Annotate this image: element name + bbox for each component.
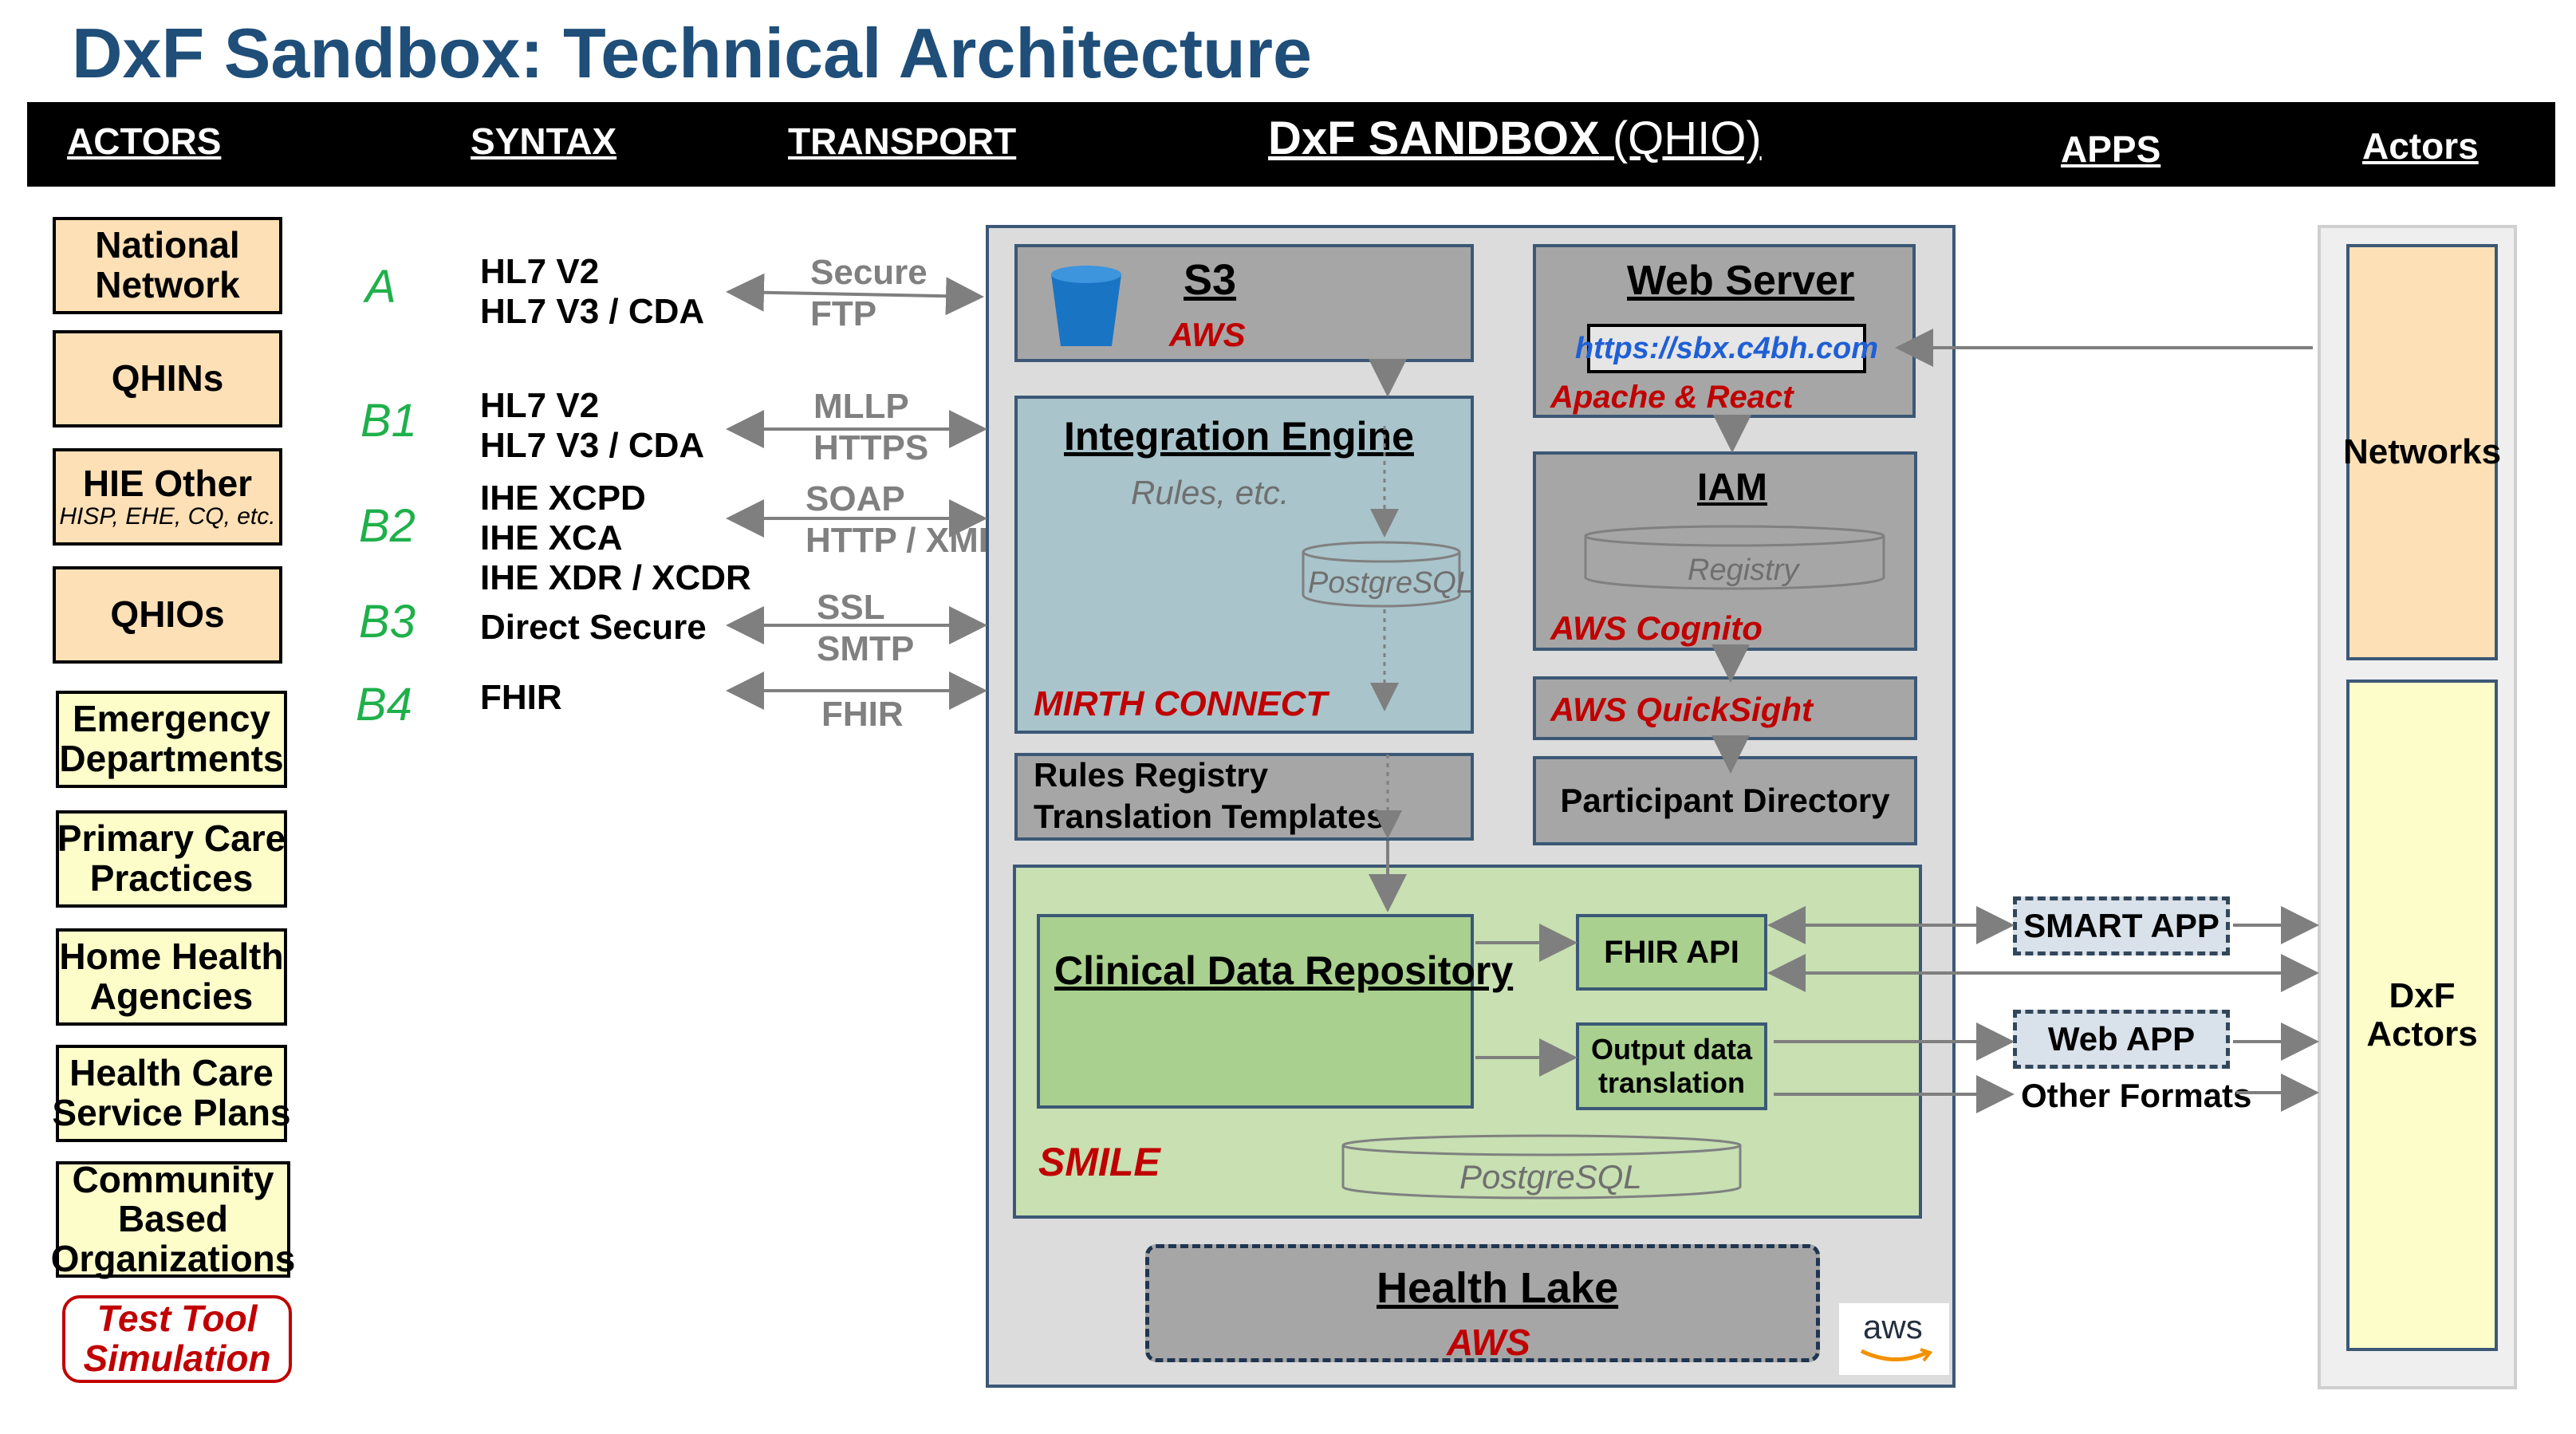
smile-postgresql-db-icon bbox=[1341, 1134, 1742, 1200]
actor-box: Home Health Agencies bbox=[56, 928, 287, 1026]
smart-app-label: SMART APP bbox=[2023, 907, 2220, 944]
registry-db-icon bbox=[1584, 525, 1885, 590]
output-translation-box: Output data translation bbox=[1576, 1022, 1767, 1110]
header-sandbox: DxF SANDBOX (QHIO) bbox=[1268, 112, 1762, 165]
integration-engine-title: Integration Engine bbox=[1064, 414, 1414, 459]
output-translation-label: Output data translation bbox=[1591, 1033, 1752, 1099]
web-server-title: Web Server bbox=[1627, 258, 1855, 304]
actor-box: Primary Care Practices bbox=[56, 810, 287, 908]
bucket-icon bbox=[1051, 266, 1121, 346]
networks-box: Networks bbox=[2342, 244, 2502, 660]
dxf-actors-box: DxF Actors bbox=[2346, 680, 2498, 1351]
row-letter: B1 bbox=[360, 395, 417, 447]
actor-box: Emergency Departments bbox=[56, 691, 287, 788]
actor-box: Health Care Service Plans bbox=[52, 1045, 291, 1142]
health-lake-vendor: AWS bbox=[1447, 1322, 1530, 1363]
arrow-row-a bbox=[726, 273, 984, 316]
row-syntax: Direct Secure bbox=[480, 608, 707, 647]
integration-engine-vendor: MIRTH CONNECT bbox=[1034, 684, 1328, 723]
actor-label: QHIOs bbox=[110, 593, 225, 636]
header-actors: ACTORS bbox=[67, 120, 222, 162]
integration-engine-db: PostgreSQL bbox=[1308, 566, 1473, 600]
quicksight-label: AWS QuickSight bbox=[1550, 691, 1814, 728]
actor-label: Emergency Departments bbox=[59, 698, 284, 779]
actor-box: Community Based Organizations bbox=[51, 1160, 296, 1278]
web-server-tech: Apache & React bbox=[1550, 380, 1794, 415]
integration-engine-note: Rules, etc. bbox=[1131, 474, 1290, 511]
header-bar bbox=[27, 102, 2555, 187]
row-syntax: IHE XCPD IHE XCA IHE XDR / XCDR bbox=[480, 479, 751, 597]
actor-label: Test Tool Simulation bbox=[83, 1298, 271, 1379]
row-letter: B2 bbox=[359, 500, 416, 552]
web-server-url[interactable]: https://sbx.c4bh.com bbox=[1575, 324, 1878, 373]
header-apps: APPS bbox=[2061, 128, 2161, 170]
rules-registry-label: Rules Registry Translation Templates bbox=[1034, 756, 1385, 835]
row-syntax: HL7 V2 HL7 V3 / CDA bbox=[480, 252, 705, 331]
actor-box: Test Tool Simulation bbox=[62, 1295, 292, 1383]
fhir-api-label: FHIR API bbox=[1604, 934, 1739, 970]
row-letter: A bbox=[365, 261, 396, 313]
header-transport: TRANSPORT bbox=[788, 120, 1017, 162]
aws-logo bbox=[1839, 1303, 1949, 1375]
actor-label: National Network bbox=[95, 224, 240, 305]
page-title: DxF Sandbox: Technical Architecture bbox=[72, 14, 1312, 93]
aws-smile-icon bbox=[1860, 1348, 1933, 1362]
health-lake-box bbox=[1145, 1244, 1820, 1362]
s3-vendor: AWS bbox=[1169, 316, 1246, 353]
actor-label: Home Health Agencies bbox=[59, 936, 284, 1017]
s3-title: S3 bbox=[1184, 256, 1237, 304]
dxf-actors-label: DxF Actors bbox=[2366, 975, 2478, 1054]
row-letter: B4 bbox=[356, 679, 412, 731]
fhir-api-box[interactable]: FHIR API bbox=[1576, 914, 1767, 991]
actor-box: QHIOs bbox=[53, 566, 282, 664]
actor-box: QHINs bbox=[53, 330, 282, 427]
actor-label: Primary Care Practices bbox=[57, 817, 286, 899]
web-app-box[interactable]: Web APP bbox=[2013, 1010, 2230, 1069]
header-syntax: SYNTAX bbox=[471, 120, 617, 162]
health-lake-title: Health Lake bbox=[1377, 1264, 1619, 1312]
postgresql-db-icon bbox=[1302, 541, 1461, 608]
web-app-label: Web APP bbox=[2047, 1020, 2196, 1058]
row-letter: B3 bbox=[359, 596, 416, 648]
actor-box: National Network bbox=[53, 217, 282, 314]
actor-sublabel: HISP, EHE, CQ, etc. bbox=[59, 502, 276, 530]
header-sandbox-name: DxF SANDBOX bbox=[1268, 112, 1600, 164]
row-syntax: HL7 V2 HL7 V3 / CDA bbox=[480, 386, 705, 465]
smart-app-box[interactable]: SMART APP bbox=[2013, 896, 2230, 955]
actor-label: HIE Other bbox=[82, 462, 253, 504]
smile-db: PostgreSQL bbox=[1459, 1158, 1642, 1196]
iam-vendor: AWS Cognito bbox=[1550, 609, 1763, 647]
row-syntax: FHIR bbox=[480, 678, 562, 717]
other-formats-label: Other Formats bbox=[2021, 1077, 2252, 1114]
actor-label: Health Care Service Plans bbox=[52, 1052, 291, 1133]
clinical-data-repository-label: Clinical Data Repository bbox=[1054, 948, 1514, 993]
iam-title: IAM bbox=[1697, 467, 1767, 509]
smile-vendor: SMILE bbox=[1038, 1140, 1160, 1184]
participant-directory-label: Participant Directory bbox=[1560, 782, 1890, 819]
iam-db: Registry bbox=[1688, 554, 1799, 587]
actor-label: QHINs bbox=[111, 357, 224, 400]
aws-logo-text: aws bbox=[1863, 1308, 1923, 1345]
networks-label: Networks bbox=[2342, 431, 2502, 471]
actor-label: Community Based Organizations bbox=[50, 1158, 296, 1279]
clinical-data-repository-box bbox=[1037, 914, 1474, 1109]
header-sandbox-suffix: (QHIO) bbox=[1599, 112, 1762, 164]
header-actors-right: Actors bbox=[2362, 125, 2479, 167]
